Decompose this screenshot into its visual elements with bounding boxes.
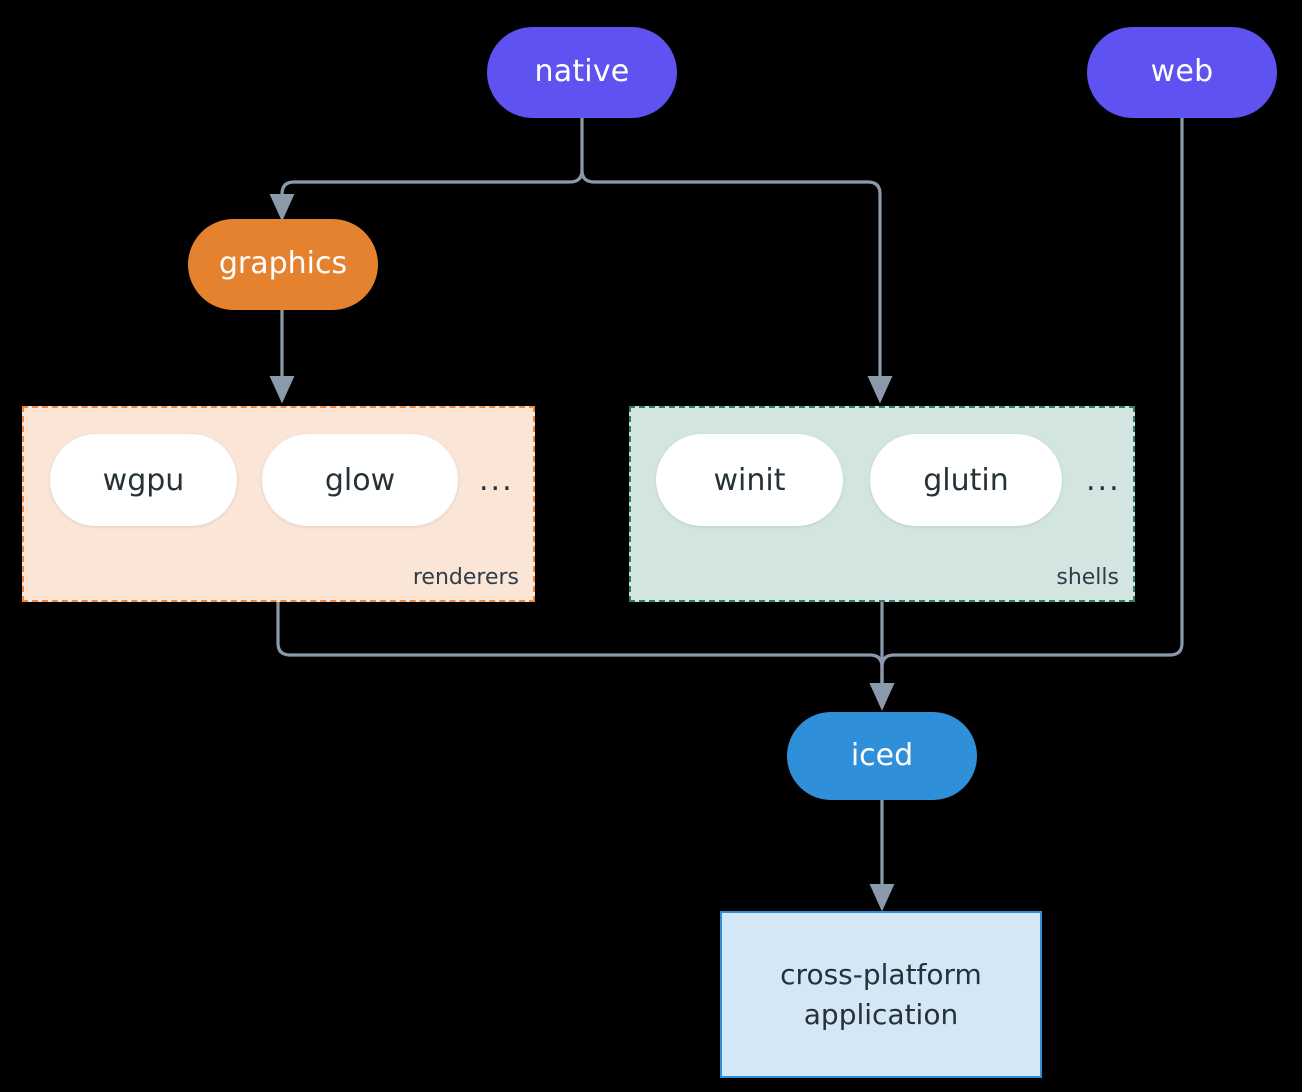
node-wgpu[interactable]: wgpu [50,434,237,526]
application-label-line2: application [803,997,959,1031]
node-winit-label: winit [713,462,786,498]
node-winit[interactable]: winit [656,434,843,526]
cluster-renderers-label: renderers [412,565,519,590]
node-iced-label: iced [850,737,914,773]
edge-renderers-to-iced [276,600,895,711]
shells-overflow-ellipsis: ... [1086,463,1121,498]
node-iced[interactable]: iced [787,712,977,800]
node-graphics-label: graphics [218,246,348,282]
node-glow[interactable]: glow [262,434,458,526]
node-cross-platform-application[interactable]: cross-platform application [720,911,1042,1078]
node-wgpu-label: wgpu [102,462,185,498]
node-web[interactable]: web [1087,27,1277,118]
node-glutin[interactable]: glutin [870,434,1062,526]
node-glow-label: glow [324,462,396,498]
edge-native-to-shells [580,168,893,404]
edge-native-to-graphics [269,168,584,222]
node-glutin-label: glutin [923,462,1009,498]
node-native[interactable]: native [487,27,677,118]
node-graphics[interactable]: graphics [188,219,378,310]
cluster-shells-label: shells [1056,565,1119,590]
node-native-label: native [534,54,630,90]
renderers-overflow-ellipsis: ... [479,463,514,498]
node-web-label: web [1150,54,1214,90]
application-label-line1: cross-platform [780,957,982,991]
